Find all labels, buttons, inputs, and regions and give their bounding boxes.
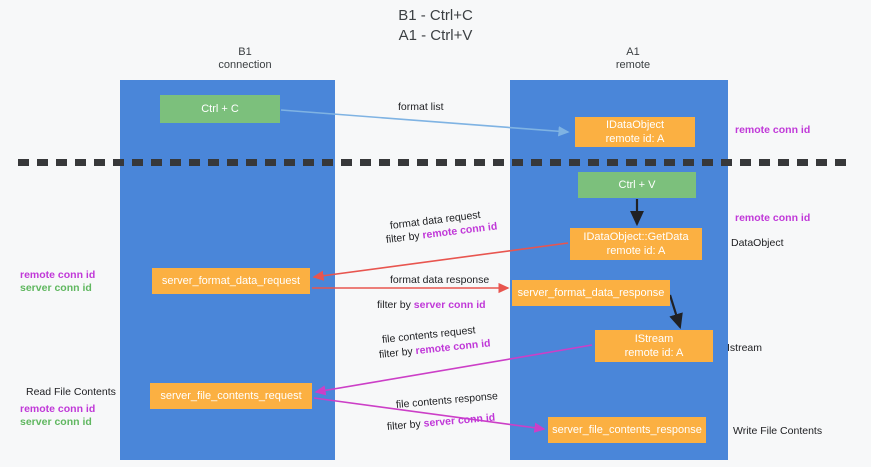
filter-key-server-conn-id: server conn id bbox=[413, 299, 486, 311]
node-idataobject-getdata[interactable]: IDataObject::GetData remote id: A bbox=[570, 228, 702, 260]
node-server-file-contents-response[interactable]: server_file_contents_response bbox=[548, 417, 706, 443]
margin-note-right-remote-conn-id-2: remote conn id bbox=[735, 212, 811, 224]
section-divider bbox=[18, 159, 854, 166]
filter-key-server-conn-id: server conn id bbox=[423, 411, 496, 430]
filter-prefix: filter by bbox=[385, 229, 424, 246]
margin-note-read-file-contents: Read File Contents bbox=[26, 386, 116, 398]
margin-note-right-remote-conn-id-1: remote conn id bbox=[735, 124, 811, 136]
filter-prefix: filter by bbox=[378, 345, 417, 361]
margin-note-left-server-conn-id: server conn id bbox=[20, 282, 92, 294]
page-title: B1 - Ctrl+C A1 - Ctrl+V bbox=[398, 7, 473, 44]
margin-note-istream: Istream bbox=[727, 342, 763, 354]
node-ctrl-v[interactable]: Ctrl + V bbox=[578, 172, 696, 198]
edge-label-format-list: format list bbox=[398, 101, 444, 113]
node-server-format-data-request[interactable]: server_format_data_request bbox=[152, 268, 310, 294]
column-header-a1: A1 remote bbox=[615, 46, 651, 71]
node-idataobject[interactable]: IDataObject remote id: A bbox=[575, 117, 695, 147]
margin-note-left-server-conn-id-2: server conn id bbox=[20, 416, 92, 428]
edge-label-format-data-response-filter: filter by server conn id bbox=[377, 298, 486, 312]
margin-note-left-remote-conn-id: remote conn id bbox=[20, 269, 96, 281]
filter-prefix: filter by bbox=[386, 417, 425, 433]
node-server-format-data-response[interactable]: server_format_data_response bbox=[512, 280, 670, 306]
edge-label-file-contents-response-filter: filter by server conn id bbox=[386, 411, 495, 434]
margin-note-dataobject: DataObject bbox=[731, 237, 784, 249]
column-header-b1: B1 connection bbox=[218, 46, 272, 71]
edge-label-format-data-response: format data response bbox=[390, 274, 490, 286]
margin-note-left-remote-conn-id-2: remote conn id bbox=[20, 403, 96, 415]
node-server-file-contents-request[interactable]: server_file_contents_request bbox=[150, 383, 312, 409]
node-ctrl-c[interactable]: Ctrl + C bbox=[160, 95, 280, 123]
node-istream[interactable]: IStream remote id: A bbox=[595, 330, 713, 362]
margin-note-write-file-contents: Write File Contents bbox=[733, 425, 823, 437]
filter-prefix: filter by bbox=[377, 299, 414, 311]
edge-label-file-contents-response: file contents response bbox=[395, 390, 499, 411]
